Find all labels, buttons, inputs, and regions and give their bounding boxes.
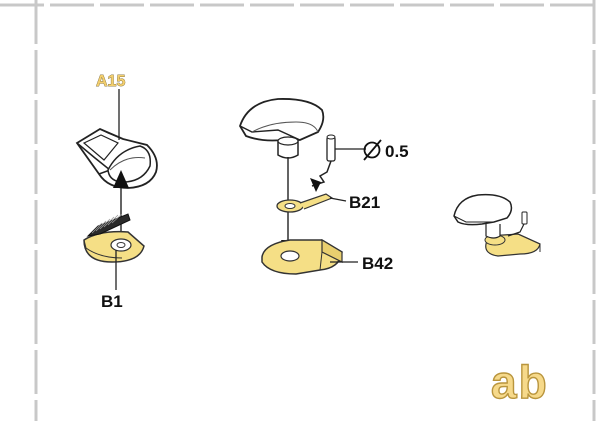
label-a15: A15 (96, 73, 125, 90)
bracket-b42 (261, 238, 343, 275)
left-assembly: A15 B1 (75, 73, 158, 311)
assembly-arrow-up (113, 170, 129, 238)
middle-assembly: 0.5 B21 B42 (239, 98, 409, 275)
corner-mark-ab: ab (491, 356, 549, 408)
completed-assembly (453, 193, 541, 257)
cover-a15 (75, 127, 158, 189)
wire-pin (310, 134, 336, 192)
diameter-icon (363, 139, 382, 161)
label-b42: B42 (362, 254, 393, 273)
label-wire-diameter: 0.5 (385, 142, 409, 161)
cover-middle (239, 98, 325, 159)
label-b21: B21 (349, 193, 380, 212)
label-b1: B1 (101, 292, 123, 311)
base-b1 (83, 213, 145, 263)
clip-b21 (276, 193, 334, 213)
leader-b21 (329, 197, 347, 202)
